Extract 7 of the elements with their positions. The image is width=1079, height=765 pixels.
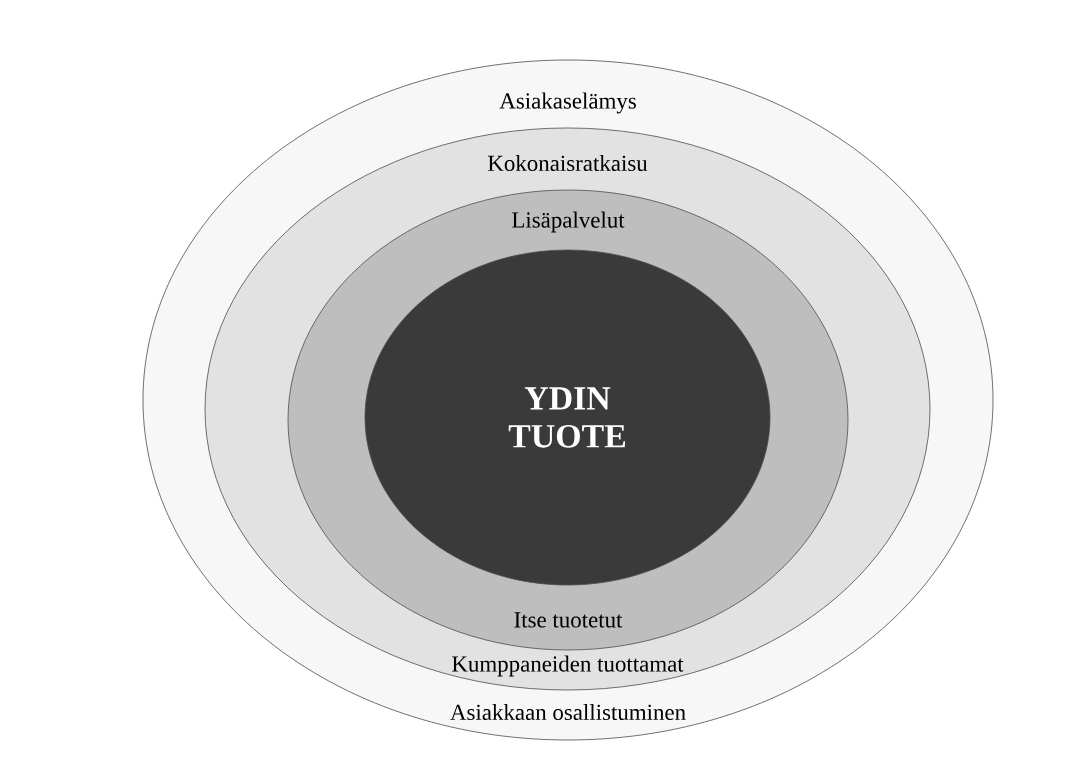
ring-label: Kumppaneiden tuottamat <box>452 655 684 677</box>
ring-label: Asiakaselämys <box>499 92 636 114</box>
ring-label: Asiakkaan osallistuminen <box>450 703 686 721</box>
ring-label: Kokonaisratkaisu <box>488 154 648 172</box>
ring-label: Itse tuotetut <box>514 612 623 628</box>
core-label: YDIN TUOTE <box>508 387 626 448</box>
ring-label: Lisäpalvelut <box>512 211 625 233</box>
